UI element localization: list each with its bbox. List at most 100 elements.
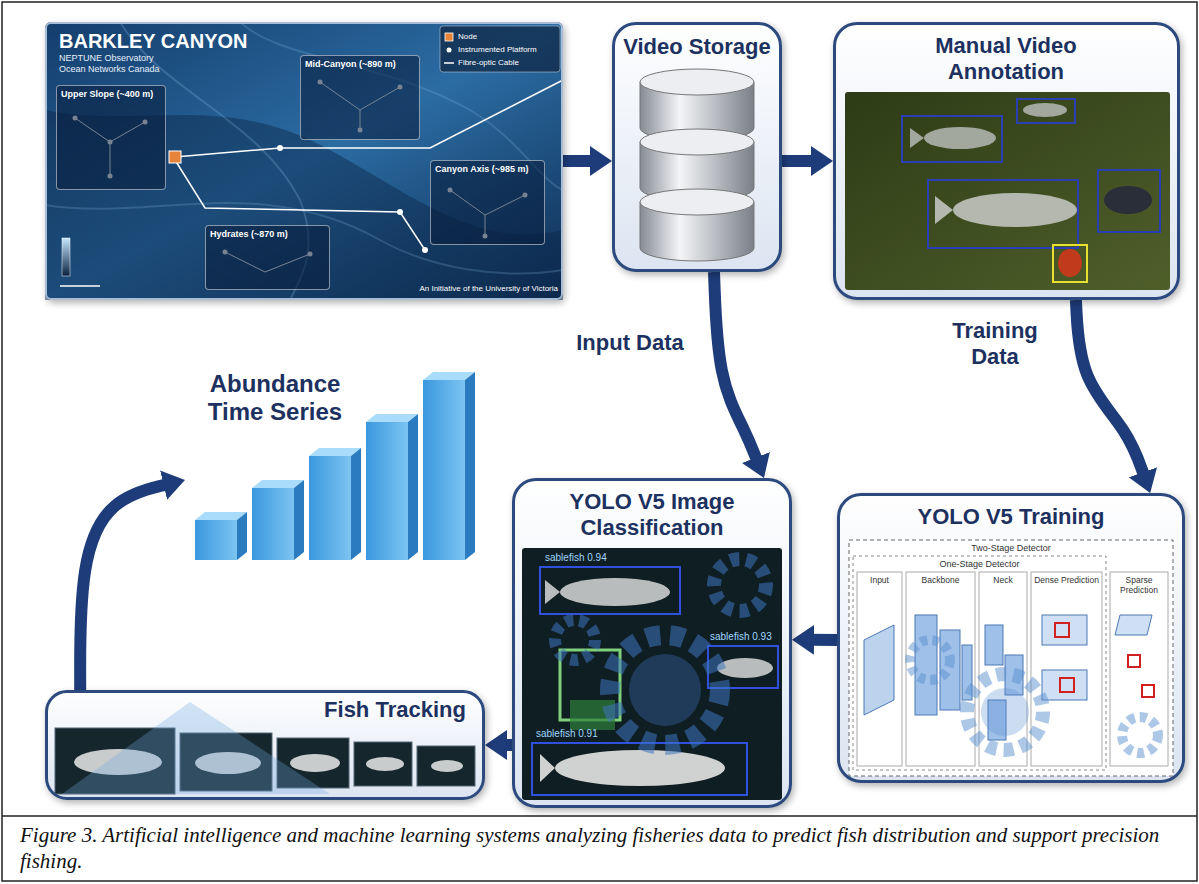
storage-panel: Video Storage [612,22,782,272]
box-subtitle: NEPTUNE Observatory [59,53,339,64]
disk-top [640,69,754,95]
part-label: sablefish 0.94 [545,552,635,564]
bounding-box [928,180,1078,248]
part-label: Neck [979,575,1027,585]
label-group: sablefish 0.93 [710,631,782,643]
classification-panel: YOLO V5 Image Classification [512,478,792,808]
label-group: sablefish 0.94 [545,552,635,564]
bounding-box [902,116,1002,162]
figure-caption: Figure 3. Artificial intelligence and ma… [20,822,1170,875]
classification-frame [522,548,782,800]
flow-arrow [563,155,596,167]
training-panel: YOLO V5 Training [837,493,1185,783]
layer-block [1115,615,1152,635]
bounding-box [1017,99,1075,123]
gear [1122,717,1158,753]
flow-arrow [782,155,817,167]
text-group: Fish Tracking [315,697,475,723]
platform-dot [397,209,403,215]
text-group: Canyon Axis (~985 m) [435,164,540,175]
jellyfish [1058,249,1082,277]
part-label: Dense Prediction [1031,575,1102,585]
gear [610,635,720,745]
distance-scale [60,285,100,287]
bounding-box [1053,245,1087,282]
fish [555,750,725,786]
ridge-line [240,22,563,190]
fish [290,754,340,772]
database-icon [640,69,754,261]
legend-box [440,26,560,72]
map-region: Hydrates (~870 m) [205,225,330,290]
gear-hub [981,688,1029,736]
text-group: Abundance Time Series [190,370,360,425]
flow-arrow [714,272,758,463]
fish [1023,103,1067,117]
layer-block [1042,615,1087,645]
annotation-frame [845,92,1170,290]
legend-text: Node [458,32,477,42]
bar [423,380,465,560]
box-title: YOLO V5 Training [840,504,1182,530]
legend: NodeInstrumented PlatformFibre-optic Cab… [444,30,558,69]
map-region: Canyon Axis (~985 m) [430,160,545,245]
legend-swatch [445,33,453,41]
platform-dot [422,247,428,253]
fish-tail [540,754,555,782]
label-group: One-Stage Detector [853,559,1106,570]
layer-block [1042,670,1087,700]
stage-column [1110,572,1168,766]
motion-overlay [62,702,330,794]
map-region: Upper Slope (~400 m) [56,85,166,190]
fish-tail [910,128,924,148]
video-frame [522,548,782,800]
text-group: Video Storage [615,34,779,60]
text-group: BARKLEY CANYONNEPTUNE ObservatoryOcean N… [59,30,339,76]
barkley-canyon-map [45,22,563,300]
fish-tail [545,580,560,604]
bar [366,422,408,560]
video-frame [845,92,1170,290]
video-frame [354,742,412,786]
text-group: Hydrates (~870 m) [210,229,325,240]
panel-ground [833,22,1180,300]
legend-line [444,62,454,64]
label-group: Sparse Prediction [1110,575,1168,595]
bounding-box [532,743,747,795]
panel-grounds [45,22,1185,808]
legend-sample [444,45,454,55]
box-title: Upper Slope (~400 m) [61,89,161,100]
box-title: Manual Video Annotation [921,33,1091,85]
box-title: Video Storage [615,34,779,60]
legend-sample [444,32,454,42]
edge-label: Training Data [940,318,1050,370]
prediction-box [1055,623,1069,637]
fish [953,193,1077,227]
gear [714,559,766,611]
bar-side [294,480,304,560]
legend-sample [444,58,454,68]
bar-side [408,414,418,560]
video-frame [417,746,475,786]
stage-column [906,572,975,766]
label-group: Two-Stage Detector [849,543,1173,554]
bar [195,520,237,560]
bounding-box [540,567,680,614]
box-title: Abundance Time Series [190,370,360,425]
part-label: sablefish 0.91 [536,728,616,740]
box-title: BARKLEY CANYON [59,30,339,53]
panel-ground [512,478,792,808]
text-group: Manual Video Annotation [921,33,1091,85]
box-title: Hydrates (~870 m) [210,229,325,240]
box-title: Mid-Canyon (~890 m) [305,59,415,70]
gear [910,640,950,680]
disk-top [640,189,754,215]
edge-label-group: Input Data [560,330,700,356]
bar-side [237,512,247,560]
flow-arrow [80,484,169,690]
yolo-architecture [849,540,1173,776]
text-group: YOLO V5 Image Classification [562,489,742,541]
